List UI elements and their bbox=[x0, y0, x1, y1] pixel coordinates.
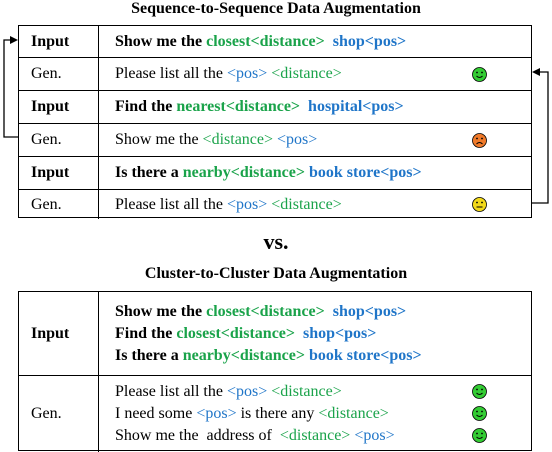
pos-slot: <pos> bbox=[226, 195, 268, 213]
cluster-gen-lines: Please list all the <pos> <distance>I ne… bbox=[115, 376, 531, 452]
gen-label: Gen. bbox=[19, 58, 99, 90]
plain-text: Show me the bbox=[115, 32, 207, 50]
distance-slot: <distance> bbox=[279, 427, 351, 444]
plain-text: Please list all the bbox=[115, 383, 227, 400]
cluster-gen-sentence: Please list all the <pos> <distance> bbox=[115, 381, 531, 403]
gen-row: Gen. Please list all the <pos> <distance> bbox=[19, 190, 531, 219]
input-row: Input Find the nearest<distance> hospital… bbox=[19, 91, 531, 124]
left-loop-arrow bbox=[3, 39, 18, 138]
happy-face-icon bbox=[472, 406, 487, 421]
input-label: Input bbox=[19, 26, 99, 57]
input-sentence: Is there a nearby<distance> book store<p… bbox=[115, 157, 422, 189]
pos-slot: shop<pos> bbox=[332, 302, 407, 320]
plain-text: Show me the bbox=[115, 302, 207, 320]
plain-text: Is there a bbox=[115, 164, 183, 181]
seq2seq-title: Sequence-to-Sequence Data Augmentation bbox=[131, 0, 421, 17]
right-loop-arrow bbox=[532, 71, 549, 204]
plain-text bbox=[325, 303, 333, 320]
distance-slot: nearby<distance> bbox=[182, 164, 305, 181]
gen-sentence: Show me the <distance> <pos> bbox=[115, 124, 317, 156]
pos-slot: <pos> bbox=[354, 427, 395, 444]
plain-text: Show me the address of bbox=[115, 427, 280, 444]
cluster-input-lines: Show me the closest<distance> shop<pos>F… bbox=[115, 292, 531, 375]
cluster-input-sentence: Find the closest<distance> shop<pos> bbox=[115, 323, 531, 345]
happy-face-icon bbox=[472, 428, 487, 443]
plain-text: I need some bbox=[115, 405, 197, 422]
plain-text bbox=[295, 325, 303, 342]
plain-text: Please list all the bbox=[115, 195, 227, 213]
pos-slot: <pos> bbox=[226, 383, 268, 400]
pos-slot: <pos> bbox=[226, 65, 268, 82]
cluster-gen-row: Gen. Please list all the <pos> <distance… bbox=[19, 376, 531, 452]
pos-slot: shop<pos> bbox=[332, 32, 407, 50]
cluster-gen-label: Gen. bbox=[19, 376, 99, 452]
distance-slot: <distance> bbox=[271, 65, 342, 82]
gen-row: Gen. Show me the <distance> <pos> bbox=[19, 124, 531, 157]
distance-slot: <distance> bbox=[202, 131, 274, 148]
cluster-input-label: Input bbox=[19, 292, 99, 375]
vs-label: vs. bbox=[263, 229, 289, 254]
distance-slot: <distance> bbox=[318, 405, 389, 422]
cluster-gen-sentence: Show me the address of <distance> <pos> bbox=[115, 425, 531, 447]
cluster-title: Cluster-to-Cluster Data Augmentation bbox=[144, 265, 408, 282]
gen-sentence: Please list all the <pos> <distance> bbox=[115, 58, 342, 90]
happy-face-icon bbox=[472, 67, 487, 82]
distance-slot: <distance> bbox=[271, 195, 342, 213]
input-label: Input bbox=[19, 157, 99, 189]
gen-row: Gen. Please list all the <pos> <distance> bbox=[19, 58, 531, 91]
gen-label: Gen. bbox=[19, 190, 99, 219]
distance-slot: closest<distance> bbox=[206, 302, 325, 320]
gen-label: Gen. bbox=[19, 124, 99, 156]
plain-text: Please list all the bbox=[115, 65, 227, 82]
plain-text: Show me the bbox=[115, 131, 203, 148]
input-sentence: Find the nearest<distance> hospital<pos> bbox=[115, 91, 404, 123]
distance-slot: <distance> bbox=[271, 383, 342, 400]
cluster-input-row: Input Show me the closest<distance> shop… bbox=[19, 292, 531, 376]
happy-face-icon bbox=[472, 384, 487, 399]
cluster-input-sentence: Is there a nearby<distance> book store<p… bbox=[115, 345, 531, 367]
cluster-gen-sentence: I need some <pos> is there any <distance… bbox=[115, 403, 531, 425]
cluster-table: Input Show me the closest<distance> shop… bbox=[18, 291, 532, 452]
plain-text: Is there a bbox=[115, 346, 183, 364]
sad-face-icon bbox=[472, 133, 487, 148]
pos-slot: book store<pos> bbox=[308, 346, 422, 364]
pos-slot: shop<pos> bbox=[303, 324, 377, 342]
cluster-input-sentence: Show me the closest<distance> shop<pos> bbox=[115, 301, 531, 323]
left-arrowhead bbox=[10, 36, 18, 44]
input-sentence: Show me the closest<distance> shop<pos> bbox=[115, 26, 406, 57]
right-arrowhead bbox=[532, 68, 540, 76]
distance-slot: closest<distance> bbox=[206, 32, 325, 50]
distance-slot: nearest<distance> bbox=[176, 98, 301, 115]
plain-text: is there any bbox=[236, 405, 319, 422]
input-row: Input Show me the closest<distance> shop<… bbox=[19, 26, 531, 58]
neutral-face-icon bbox=[472, 197, 487, 212]
input-row: Input Is there a nearby<distance> book st… bbox=[19, 157, 531, 190]
plain-text: Find the bbox=[115, 98, 177, 115]
distance-slot: closest<distance> bbox=[176, 324, 296, 342]
pos-slot: hospital<pos> bbox=[308, 98, 404, 115]
distance-slot: nearby<distance> bbox=[182, 346, 305, 364]
pos-slot: book store<pos> bbox=[308, 164, 422, 181]
pos-slot: <pos> bbox=[196, 405, 237, 422]
pos-slot: <pos> bbox=[277, 131, 318, 148]
plain-text: Find the bbox=[115, 324, 177, 342]
gen-sentence: Please list all the <pos> <distance> bbox=[115, 190, 342, 219]
input-label: Input bbox=[19, 91, 99, 123]
